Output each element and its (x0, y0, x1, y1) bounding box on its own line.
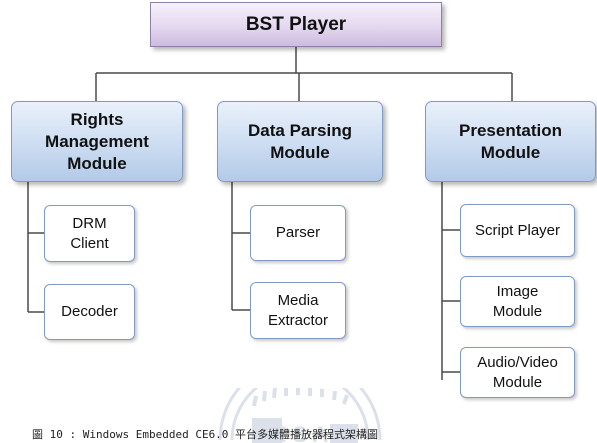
university-seal-watermark: E S A (218, 388, 382, 443)
connector-rights-children (27, 182, 44, 313)
leaf-parser: Parser (250, 205, 346, 261)
module-presentation: Presentation Module (425, 101, 596, 182)
figure-caption: 圖 10 : Windows Embedded CE6.0 平台多媒體播放器程式… (32, 428, 379, 441)
leaf-decoder: Decoder (44, 284, 135, 340)
module-rights-management-label: Rights Management Module (45, 109, 149, 173)
leaf-script-player: Script Player (460, 204, 575, 257)
leaf-drm-client: DRM Client (44, 205, 135, 262)
leaf-image-module-label: Image Module (492, 282, 543, 320)
connector-parsing-children (231, 182, 250, 311)
leaf-script-player-label: Script Player (474, 221, 561, 239)
leaf-drm-client-label: DRM Client (70, 214, 109, 252)
module-data-parsing-label: Data Parsing Module (248, 120, 352, 162)
leaf-media-extractor-label: Media Extractor (267, 291, 328, 329)
root-node-bst-player: BST Player (150, 2, 442, 47)
module-rights-management: Rights Management Module (11, 101, 183, 182)
leaf-image-module: Image Module (460, 276, 575, 327)
leaf-media-extractor: Media Extractor (250, 282, 346, 339)
leaf-audio-video-module: Audio/Video Module (460, 347, 575, 398)
root-label: BST Player (245, 13, 347, 35)
module-presentation-label: Presentation Module (459, 120, 562, 162)
leaf-parser-label: Parser (275, 224, 321, 241)
leaf-decoder-label: Decoder (61, 303, 118, 320)
leaf-audio-video-module-label: Audio/Video Module (477, 353, 558, 391)
watermark-text: E S A (272, 422, 329, 443)
module-data-parsing: Data Parsing Module (217, 101, 383, 182)
connector-presentation-children (441, 182, 460, 380)
